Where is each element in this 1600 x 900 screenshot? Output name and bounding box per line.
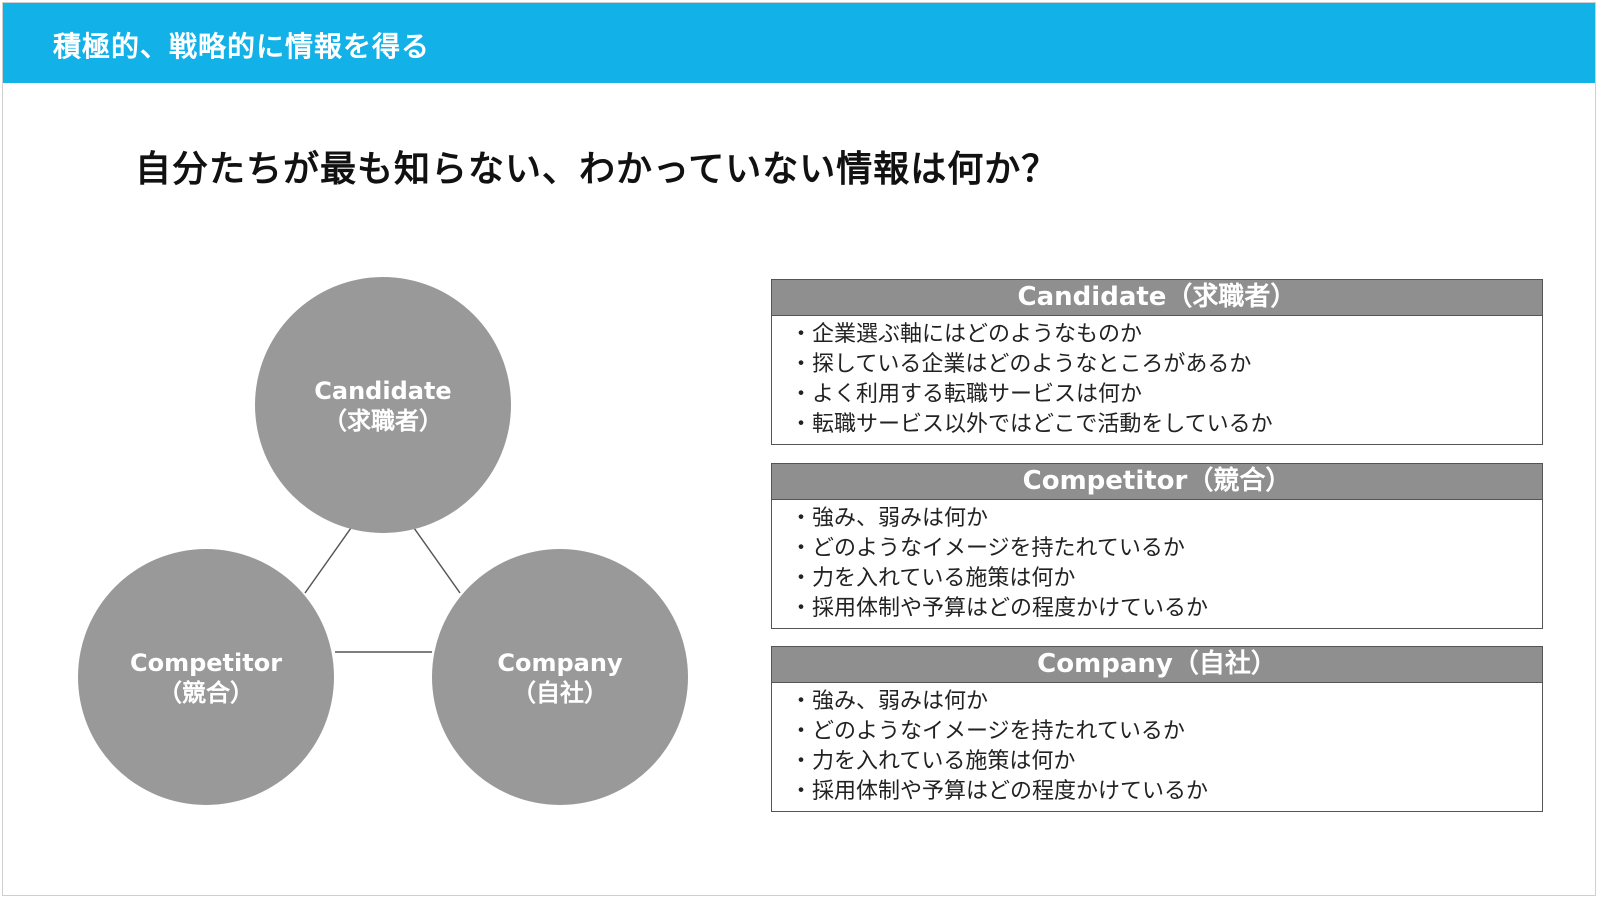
list-item: ・採用体制や予算はどの程度かけているか <box>790 596 1209 621</box>
list-item: ・強み、弱みは何か <box>790 506 989 531</box>
connector-candidate-company <box>413 527 461 594</box>
node-company-sub: （自社） <box>512 679 608 707</box>
list-item: ・よく利用する転職サービスは何か <box>790 382 1143 407</box>
info-box-title: Candidate（求職者） <box>772 280 1542 316</box>
list-item: ・どのようなイメージを持たれているか <box>790 536 1185 561</box>
list-item: ・探している企業はどのようなところがあるか <box>790 352 1252 377</box>
header-bar: 積極的、戦略的に情報を得る <box>3 3 1595 83</box>
question-heading: 自分たちが最も知らない、わかっていない情報は何か？ <box>135 149 1059 190</box>
node-competitor <box>78 549 334 805</box>
list-item: ・企業選ぶ軸にはどのようなものか <box>790 322 1143 347</box>
info-list: ・企業選ぶ軸にはどのようなものか ・探している企業はどのようなところがあるか ・… <box>772 316 1542 444</box>
info-box-company: Company（自社） ・強み、弱みは何か ・どのようなイメージを持たれているか… <box>771 646 1543 812</box>
info-list: ・強み、弱みは何か ・どのようなイメージを持たれているか ・力を入れている施策は… <box>772 683 1542 811</box>
node-company-name: Company <box>497 649 623 677</box>
list-item: ・どのようなイメージを持たれているか <box>790 719 1185 744</box>
three-c-diagram <box>78 277 688 805</box>
node-candidate-sub: （求職者） <box>323 407 443 435</box>
node-competitor-label: Competitor （競合） <box>86 648 326 708</box>
node-competitor-sub: （競合） <box>158 679 254 707</box>
info-list: ・強み、弱みは何か ・どのようなイメージを持たれているか ・力を入れている施策は… <box>772 500 1542 628</box>
list-item: ・強み、弱みは何か <box>790 689 989 714</box>
node-competitor-name: Competitor <box>129 649 283 677</box>
connector-candidate-competitor <box>304 527 352 594</box>
header-title: 積極的、戦略的に情報を得る <box>53 30 431 63</box>
node-company <box>432 549 688 805</box>
list-item: ・力を入れている施策は何か <box>790 749 1076 774</box>
node-candidate <box>255 277 511 533</box>
node-candidate-name: Candidate <box>314 377 452 405</box>
info-box-candidate: Candidate（求職者） ・企業選ぶ軸にはどのようなものか ・探している企業… <box>771 279 1543 445</box>
info-box-competitor: Competitor（競合） ・強み、弱みは何か ・どのようなイメージを持たれて… <box>771 463 1543 629</box>
node-company-label: Company （自社） <box>440 648 680 708</box>
node-candidate-label: Candidate （求職者） <box>263 376 503 436</box>
list-item: ・転職サービス以外ではどこで活動をしているか <box>790 412 1273 437</box>
info-box-title: Company（自社） <box>772 647 1542 683</box>
list-item: ・力を入れている施策は何か <box>790 566 1076 591</box>
list-item: ・採用体制や予算はどの程度かけているか <box>790 779 1209 804</box>
info-box-title: Competitor（競合） <box>772 464 1542 500</box>
